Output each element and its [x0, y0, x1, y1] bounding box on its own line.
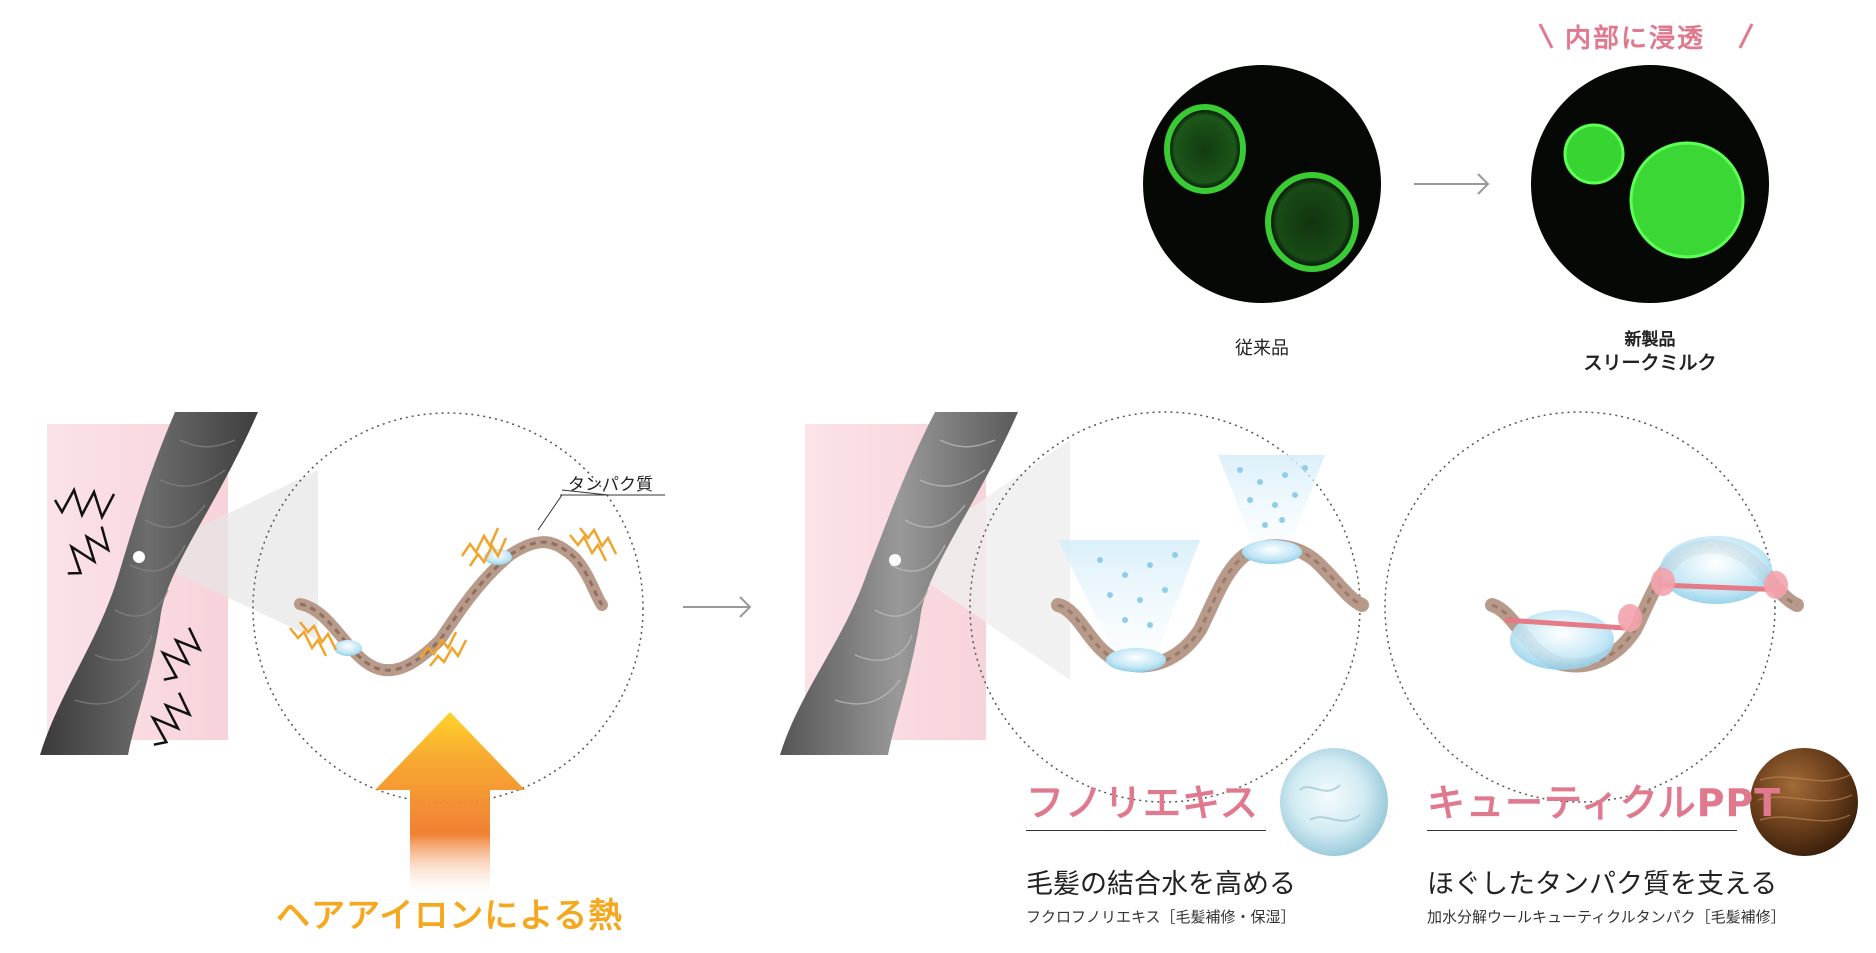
protein-label: タンパク質 — [568, 475, 653, 495]
arrow-right-icon — [1414, 173, 1490, 195]
water-drop-icon — [1242, 540, 1302, 564]
product-name-caption: スリークミルク — [1583, 352, 1717, 374]
heat-arrow-icon — [375, 712, 525, 900]
zigzag-icon — [67, 526, 111, 575]
feature-sub-funori: フクロフノリエキス［毛髪補修・保湿］ — [1026, 908, 1296, 926]
slash-right-icon — [1738, 23, 1754, 49]
zoom-point-right — [889, 554, 901, 566]
water-drop-icon — [334, 640, 362, 656]
zigzag-icon — [150, 692, 193, 746]
zoom-beam-left — [140, 470, 318, 640]
ppt-band — [1504, 617, 1626, 631]
heat-zigzag-icon — [460, 527, 500, 557]
ppt-band — [1659, 582, 1786, 593]
water-drop-icon — [1106, 648, 1166, 672]
feature-main-ppt: ほぐしたタンパク質を支える — [1427, 869, 1778, 900]
spray-cone-icon — [1058, 540, 1200, 650]
hair-strand-right — [780, 412, 1018, 755]
feature-divider — [1026, 830, 1266, 831]
funori-extract-image — [1280, 748, 1388, 856]
feature-title-ppt: キューティクルPPT — [1427, 781, 1782, 825]
hair-strand-left — [40, 412, 258, 755]
zoom-beam-right — [895, 440, 1070, 680]
spray-cone-icon — [1218, 455, 1325, 545]
feature-title-funori: フノリエキス — [1026, 781, 1259, 825]
zoom-circle-right — [1384, 411, 1776, 803]
arrow-right-icon — [683, 596, 752, 618]
feature-main-funori: 毛髪の結合水を高める — [1026, 869, 1296, 900]
new-product-caption: 新製品 — [1624, 330, 1676, 350]
cuticle-ppt-image — [1750, 748, 1858, 856]
penetrate-label: 内部に浸透 — [1565, 24, 1706, 54]
slash-left-icon — [1538, 23, 1554, 49]
zigzag-icon — [53, 486, 116, 521]
heat-label: ヘアアイロンによる熱 — [276, 896, 624, 936]
feature-sub-ppt: 加水分解ウールキューティクルタンパク［毛髪補修］ — [1427, 908, 1786, 926]
microscope-conventional-image — [1143, 65, 1381, 303]
zoom-point-left — [133, 551, 145, 563]
zigzag-icon — [160, 627, 203, 681]
conventional-caption: 従来品 — [1235, 338, 1289, 359]
water-drop-icon — [1660, 536, 1772, 604]
feature-divider — [1427, 830, 1737, 831]
